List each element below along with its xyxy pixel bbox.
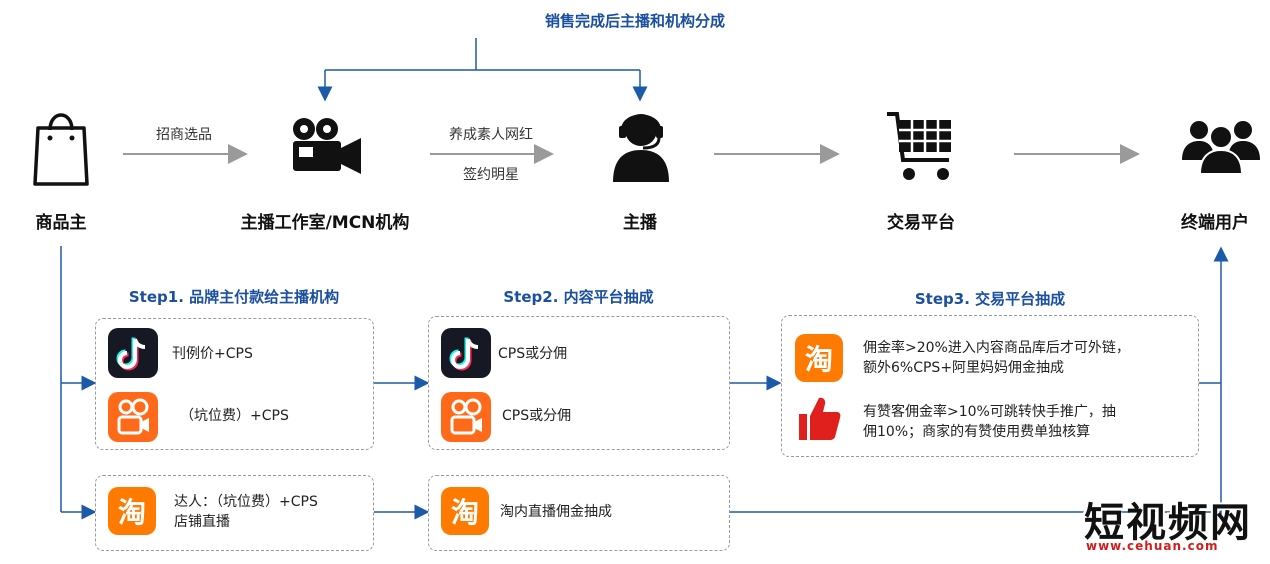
step3-row2-line1: 有赞客佣金率>10%可跳转快手推广，抽 bbox=[863, 404, 1116, 420]
movie-camera-icon bbox=[289, 116, 365, 182]
kuaishou-icon bbox=[441, 392, 491, 446]
node-label-platform: 交易平台 bbox=[887, 213, 955, 233]
step1-row1-text: 刊例价+CPS bbox=[172, 346, 253, 362]
step2-row2-text: CPS或分佣 bbox=[502, 408, 572, 424]
watermark-title: 短视频网 bbox=[1084, 499, 1252, 546]
step3-row1-line2: 额外6%CPS+阿里妈妈佣金抽成 bbox=[863, 360, 1065, 376]
douyin-icon bbox=[441, 328, 491, 382]
node-label-anchor: 主播 bbox=[623, 213, 657, 233]
svg-text:淘: 淘 bbox=[118, 496, 146, 529]
node-label-mcn: 主播工作室/MCN机构 bbox=[240, 213, 410, 233]
node-label-merchant: 商品主 bbox=[35, 213, 87, 233]
step2-title: Step2. 内容平台抽成 bbox=[503, 288, 654, 306]
bottom-left-line1: 达人：（坑位费）+CPS bbox=[174, 494, 318, 510]
user-group-icon bbox=[1182, 116, 1260, 178]
shopping-cart-icon bbox=[885, 108, 957, 188]
edge-label-cultivate: 养成素人网红 bbox=[449, 127, 533, 143]
bottom-left-text: 达人：（坑位费）+CPS 店铺直播 bbox=[174, 492, 318, 532]
revenue-split-connector bbox=[317, 38, 648, 102]
douyin-icon bbox=[108, 328, 158, 382]
youzan-thumb-icon bbox=[797, 394, 841, 446]
step1-row2-text: （坑位费）+CPS bbox=[180, 408, 289, 424]
bottom-left-line2: 店铺直播 bbox=[174, 514, 230, 530]
edge-label-sign: 签约明星 bbox=[463, 167, 519, 183]
headset-person-icon bbox=[611, 108, 671, 186]
step3-box bbox=[781, 315, 1199, 457]
step1-title: Step1. 品牌主付款给主播机构 bbox=[128, 288, 340, 306]
taobao-icon: 淘 bbox=[441, 487, 489, 539]
svg-text:淘: 淘 bbox=[451, 496, 479, 529]
step3-title: Step3. 交易平台抽成 bbox=[914, 290, 1066, 308]
step3-row2-line2: 佣10%；商家的有赞使用费单独核算 bbox=[863, 424, 1091, 440]
shopping-bag-icon bbox=[32, 104, 90, 192]
taobao-icon: 淘 bbox=[108, 487, 156, 539]
watermark-url: www.cehuan.com bbox=[1086, 539, 1219, 553]
step3-row2-text: 有赞客佣金率>10%可跳转快手推广，抽 佣10%；商家的有赞使用费单独核算 bbox=[863, 402, 1116, 442]
step2-row1-text: CPS或分佣 bbox=[498, 346, 568, 362]
kuaishou-icon bbox=[108, 392, 158, 446]
edge-label-recruit: 招商选品 bbox=[156, 127, 212, 143]
step3-row1-text: 佣金率>20%进入内容商品库后才可外链， 额外6%CPS+阿里妈妈佣金抽成 bbox=[863, 338, 1130, 378]
bottom-mid-text: 淘内直播佣金抽成 bbox=[500, 504, 612, 520]
svg-text:淘: 淘 bbox=[805, 343, 833, 376]
step3-row1-line1: 佣金率>20%进入内容商品库后才可外链， bbox=[863, 340, 1130, 356]
taobao-icon: 淘 bbox=[795, 334, 843, 386]
revenue-split-note: 销售完成后主播和机构分成 bbox=[544, 12, 725, 30]
node-label-end-user: 终端用户 bbox=[1181, 213, 1249, 233]
